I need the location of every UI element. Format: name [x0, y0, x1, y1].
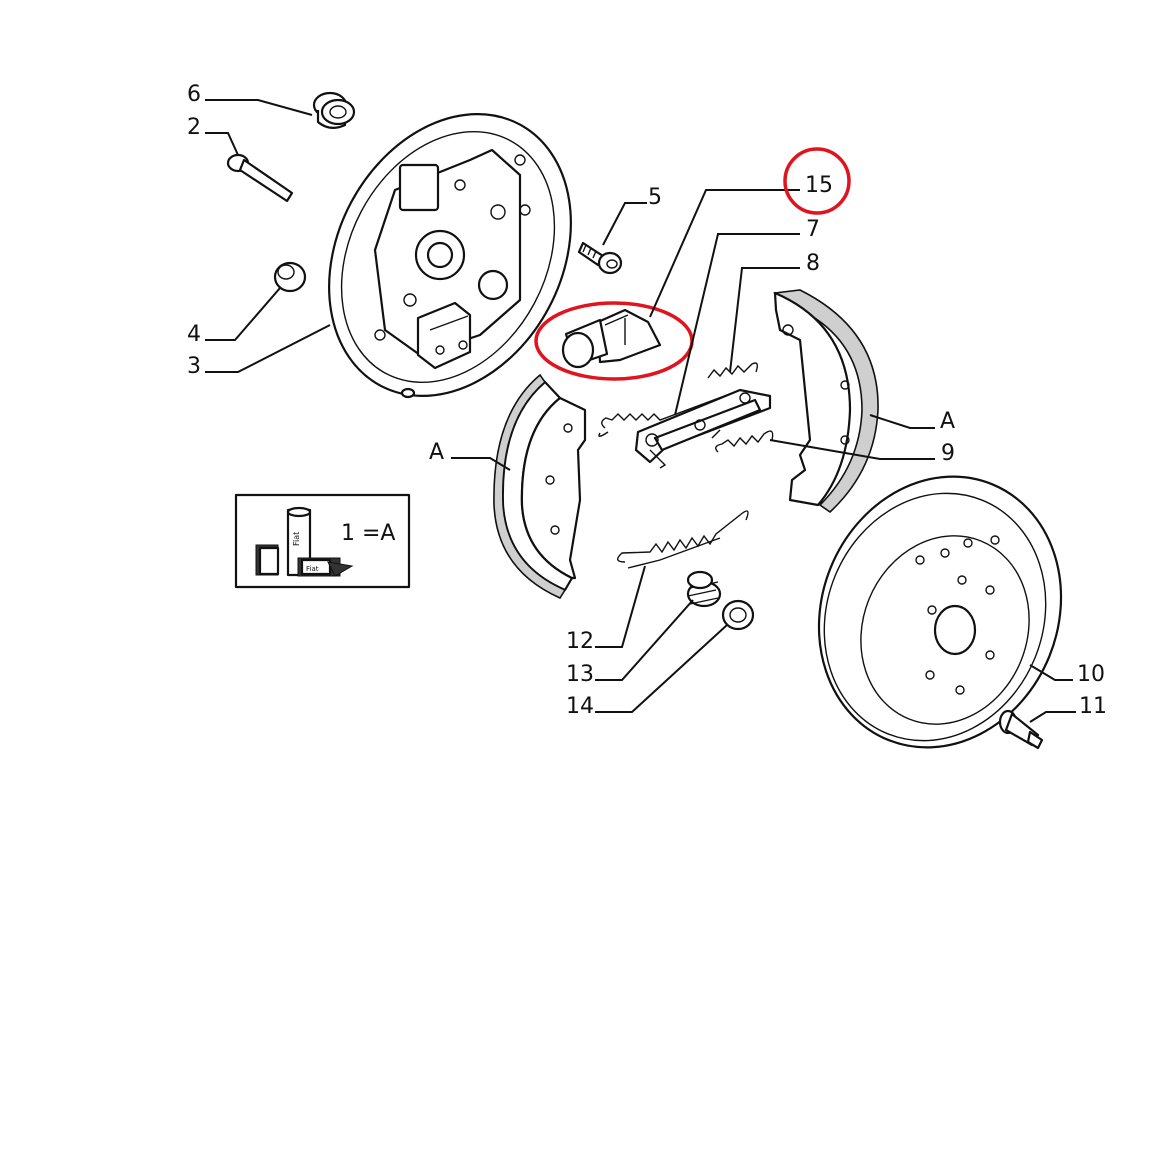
label-a-left: A [429, 440, 444, 465]
part-5-screw [577, 241, 623, 275]
part-12-spring [617, 510, 749, 569]
highlight-ring-label [783, 147, 851, 215]
label-8: 8 [806, 251, 820, 276]
part-labels: 6 2 4 3 5 15 7 8 A A 9 12 13 14 10 11 [187, 82, 1107, 719]
label-6: 6 [187, 82, 201, 107]
part-15-wheel-cylinder [561, 308, 662, 369]
leader-lines [205, 99, 1076, 723]
part-6-bush [312, 91, 356, 129]
label-14: 14 [566, 694, 594, 719]
kit-tube-text: Fiat [292, 532, 301, 546]
part-4-cap [273, 261, 307, 293]
label-13: 13 [566, 662, 594, 687]
right-brake-shoe [773, 289, 879, 514]
label-12: 12 [566, 629, 594, 654]
label-3: 3 [187, 354, 201, 379]
backing-plate [328, 113, 572, 399]
label-9: 9 [941, 441, 955, 466]
kit-box: Fiat Fiat 1 =A [234, 493, 411, 589]
label-a-right: A [940, 409, 955, 434]
label-4: 4 [187, 322, 201, 347]
left-brake-shoe [493, 373, 587, 600]
label-5: 5 [648, 185, 662, 210]
kit-box-text: Fiat [306, 565, 319, 573]
kit-equation: 1 =A [341, 521, 395, 546]
label-15: 15 [805, 173, 833, 198]
upper-spring-right [707, 362, 759, 379]
part-14-cup [721, 599, 755, 631]
part-2-pin [226, 153, 294, 203]
part-9-spring [715, 430, 774, 453]
label-11: 11 [1079, 694, 1107, 719]
part-13-spring [686, 570, 722, 608]
label-2: 2 [187, 115, 201, 140]
label-7: 7 [806, 217, 820, 242]
label-10: 10 [1077, 662, 1105, 687]
part-11-stud [998, 709, 1044, 750]
upper-spring-left [598, 391, 736, 437]
part-10-drum [817, 475, 1063, 749]
part-7-8-adjuster [634, 388, 772, 469]
